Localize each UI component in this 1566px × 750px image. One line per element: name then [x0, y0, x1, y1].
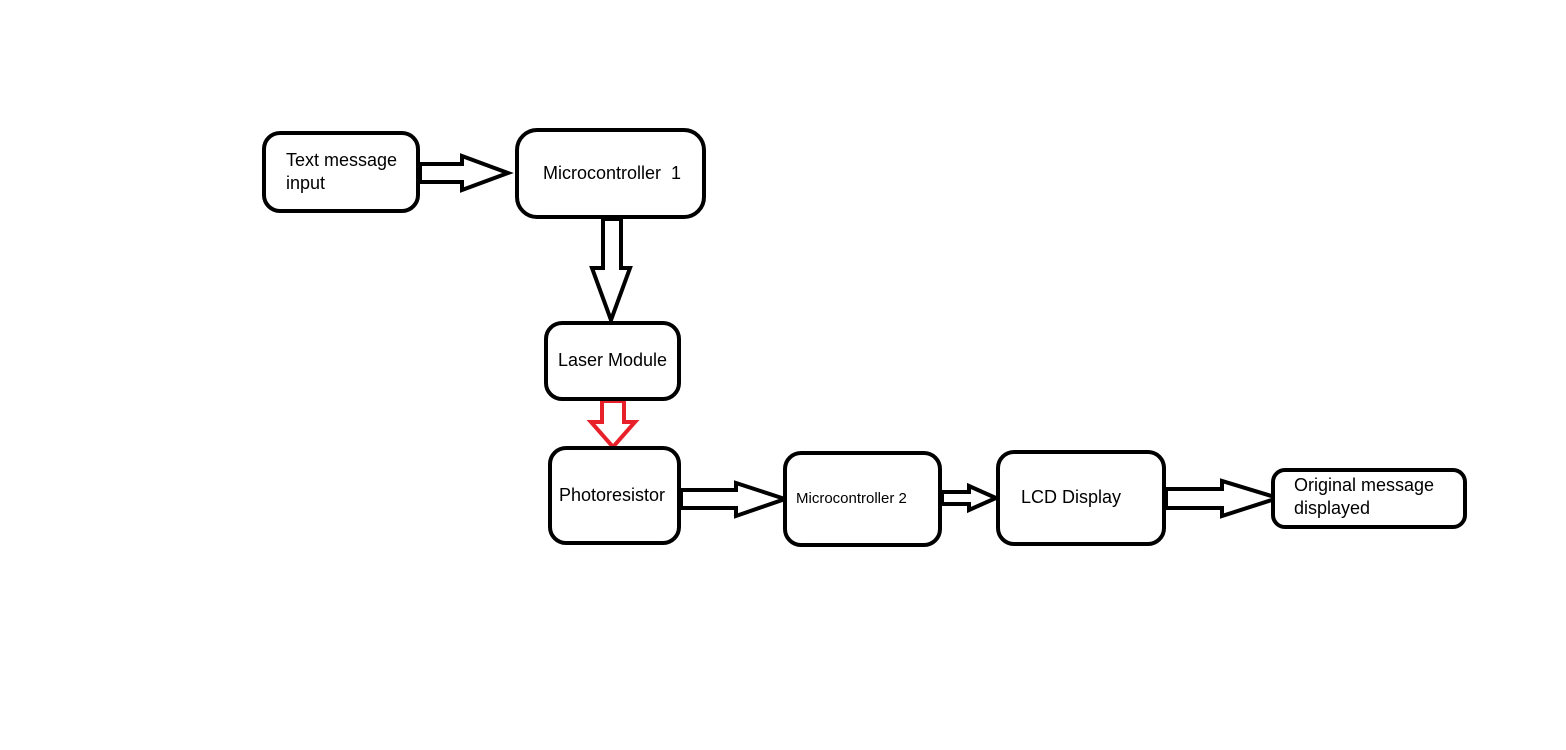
arrow-laser-to-photo [586, 399, 640, 451]
node-photoresistor: Photoresistor [548, 446, 681, 545]
node-label: Microcontroller 2 [796, 490, 907, 508]
node-laser-module: Laser Module [544, 321, 681, 401]
arrow-lcd-to-orig [1164, 478, 1285, 519]
arrow-mc2-to-lcd [940, 482, 1001, 514]
arrow-mc1-to-laser [589, 217, 633, 326]
node-label: Text message input [286, 149, 398, 193]
node-label: Photoresistor [559, 484, 666, 505]
node-label: Microcontroller 1 [543, 162, 682, 183]
arrow-photo-to-mc2 [679, 480, 792, 519]
node-label: Original message displayed [1294, 475, 1435, 519]
node-text-message-input: Text message input [262, 131, 420, 213]
node-lcd-display: LCD Display [996, 450, 1166, 546]
node-original-message-displayed: Original message displayed [1271, 468, 1467, 529]
node-label: Laser Module [557, 350, 668, 371]
arrow-text-to-mc1 [418, 153, 514, 193]
node-label: LCD Display [1021, 487, 1122, 507]
node-microcontroller-1: Microcontroller 1 [515, 128, 706, 219]
node-microcontroller-2: Microcontroller 2 [783, 451, 942, 547]
